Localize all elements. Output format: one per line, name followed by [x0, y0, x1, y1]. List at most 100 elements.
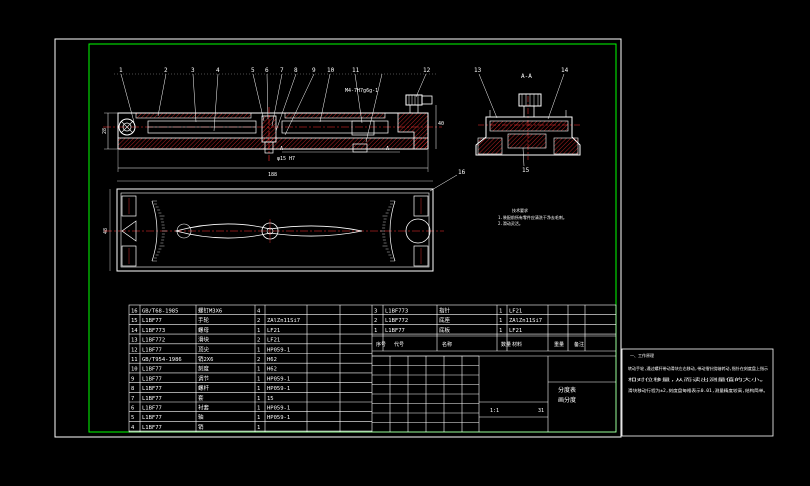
- bom-cell: 9: [131, 376, 134, 382]
- side-note: 一、工作原理 转动手轮,通过螺杆带动滑块左右移动,带动指针绕轴转动,指针在刻度盘…: [628, 352, 768, 393]
- bom-header-cell: 代号: [394, 341, 404, 348]
- bom-cell: L1BF773: [142, 328, 165, 334]
- bom-cell: 2: [257, 318, 260, 324]
- bom-header-cell: 名称: [442, 341, 452, 348]
- callout-3: 3: [191, 67, 195, 74]
- bom-cell: 14: [131, 328, 138, 334]
- bom-cell: L1BF77: [142, 406, 162, 412]
- bom-cell: HP059-1: [267, 376, 290, 382]
- bom-cell: LF21: [267, 338, 280, 344]
- bom-cell: ZAlZn11Si7: [509, 318, 542, 324]
- bom-cell: 12: [131, 347, 138, 353]
- drawing-name: 分度表: [558, 386, 576, 394]
- bom-cell: 1: [499, 328, 502, 334]
- callout-13: 13: [474, 67, 482, 74]
- side-note-box: [621, 348, 774, 437]
- bom-cell: 10: [131, 367, 138, 373]
- bom-cell: ZAlZn11Si7: [267, 318, 300, 324]
- bom-cell: 2: [374, 318, 377, 324]
- bom-cell: L1BF77: [142, 367, 162, 373]
- bom-header-cell: 材料: [512, 341, 522, 348]
- bom-cell: 滑块: [198, 336, 210, 344]
- bom-cell: 1: [374, 328, 377, 334]
- bom-cell: 11: [131, 357, 138, 363]
- bom-cell: 1: [257, 425, 260, 431]
- bom-cell: 1: [257, 347, 260, 353]
- bom-cell: 套: [198, 394, 204, 402]
- bom-cell: L1BF77: [385, 328, 405, 334]
- bom-cell: LF21: [267, 328, 280, 334]
- bom-cell: HP059-1: [267, 347, 290, 353]
- bom-header-cell: 数量: [501, 341, 511, 348]
- bom-cell: 手轮: [198, 316, 210, 324]
- bom-cell: L1BF77: [142, 376, 162, 382]
- bom-cell: H62: [267, 357, 277, 363]
- callout-12: 12: [423, 67, 431, 74]
- bom-cell: GB/T954-1986: [142, 357, 182, 363]
- callout-numbers: 1 2 3 4 5 6 7 8 9 10 11 12: [119, 67, 431, 74]
- bom-cell: 4: [131, 425, 135, 431]
- dim-tolerance: φ15 H7: [277, 156, 295, 162]
- section-title-a-a: A-A: [521, 73, 532, 80]
- bom-cell: 螺母: [198, 326, 210, 334]
- tech-req-line-2: 2.滑动灵活。: [498, 220, 523, 226]
- bom-cell: 销2X6: [198, 355, 213, 363]
- plan-view: 16: [104, 169, 466, 272]
- callout-14: 14: [561, 67, 569, 74]
- bom-cell: 衬套: [198, 404, 210, 412]
- front-section-view: [103, 94, 442, 172]
- bom-cell: 6: [131, 406, 134, 412]
- bom-cell: 1: [257, 396, 260, 402]
- bom-cell: HP059-1: [267, 415, 290, 421]
- callout-7: 7: [280, 67, 284, 74]
- bom-cell: 1: [499, 309, 502, 315]
- bom-cell: 7: [131, 396, 134, 402]
- bom-cell: 1: [257, 386, 260, 392]
- bom-cell: L1BF77: [142, 425, 162, 431]
- bom-cell: 15: [267, 396, 274, 402]
- callout-11: 11: [352, 67, 360, 74]
- bom-header-cell: 重量: [554, 341, 564, 348]
- bom-header-cell: 序号: [376, 341, 386, 348]
- bom-cell: 1: [257, 406, 260, 412]
- drawing-scale: 1:1: [490, 408, 499, 414]
- bom-cell: L1BF772: [385, 318, 408, 324]
- section-mark-a-left: A: [280, 146, 283, 152]
- bom-cell: 1: [499, 318, 502, 324]
- bom-cell: 底座: [439, 316, 451, 324]
- bom-cell: 3: [374, 309, 377, 315]
- side-note-line-1: 转动手轮,通过螺杆带动滑块左右移动,带动指针绕轴转动,指针在刻度盘上指示: [628, 365, 768, 371]
- side-note-line-3: 滑块移动行程为±2,刻度盘每格表示0.01,测量精度较高,结构简单。: [628, 387, 768, 393]
- dim-height-left: 28: [102, 128, 108, 134]
- bom-cell: 8: [131, 386, 134, 392]
- bom-cell: GB/T68-1985: [142, 309, 178, 315]
- bom-cell: L1BF77: [142, 386, 162, 392]
- callout-8: 8: [294, 67, 298, 74]
- title-block: 分度表 画分度 1:1 31: [490, 386, 576, 414]
- bom-cell: L1BF773: [385, 309, 408, 315]
- bom-cell: 顶尖: [198, 345, 210, 353]
- scale-ticks-right: [380, 200, 395, 262]
- callout-15: 15: [522, 167, 530, 174]
- dim-width-bottom: 188: [268, 172, 277, 178]
- bom-cell: 轴: [198, 413, 204, 421]
- bom-header-cell: 备注: [574, 341, 584, 348]
- bom-cell: 1: [257, 376, 260, 382]
- bom-cell: 4: [257, 309, 261, 315]
- bom-cell: 16: [131, 309, 138, 315]
- callout-6: 6: [265, 67, 269, 74]
- bom-cell: L1BF772: [142, 338, 165, 344]
- bom-cell: 销: [198, 423, 204, 431]
- bom-cell: 13: [131, 338, 138, 344]
- bom-cell: HP059-1: [267, 406, 290, 412]
- section-a-a-view: A-A 13 14 15: [474, 67, 581, 174]
- bom-cell: 螺杆: [198, 384, 210, 392]
- bom-cell: 指针: [439, 307, 451, 315]
- callout-10: 10: [327, 67, 335, 74]
- bom-cell: 1: [257, 328, 260, 334]
- thread-note: M4-7H7g6g-1: [345, 88, 378, 94]
- bom-cell: 刻度: [198, 365, 210, 373]
- drawing-code: 画分度: [558, 396, 576, 404]
- tech-req-title: 技术要求: [512, 207, 528, 213]
